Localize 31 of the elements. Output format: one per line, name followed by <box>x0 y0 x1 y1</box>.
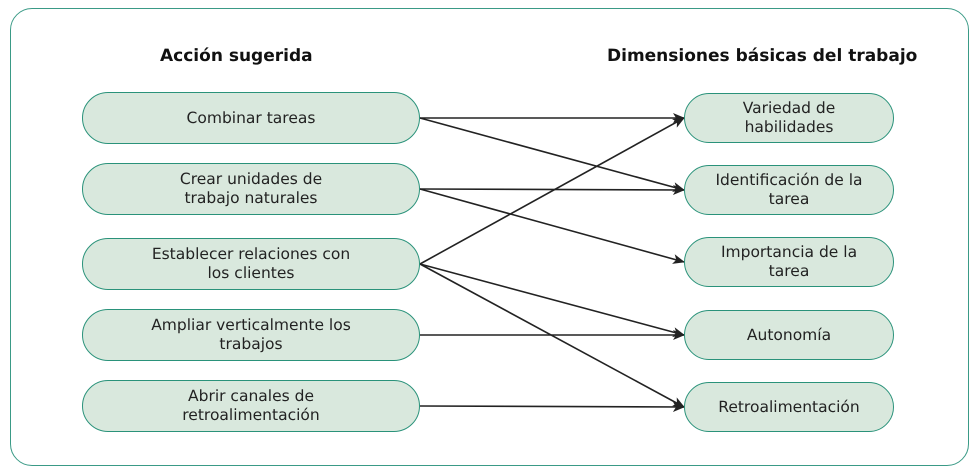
arrow <box>420 188 685 264</box>
arrow <box>420 263 685 337</box>
arrow <box>420 402 685 412</box>
rounded-box <box>684 237 894 287</box>
arrow <box>420 330 685 340</box>
rounded-box <box>684 310 894 360</box>
rounded-box <box>82 380 420 432</box>
arrow <box>420 117 685 192</box>
rounded-box <box>82 238 420 290</box>
box-text: Retroalimentación <box>718 398 860 416</box>
box-text: Combinar tareas <box>186 108 316 128</box>
arrow <box>420 113 685 123</box>
rounded-box <box>684 382 894 432</box>
rounded-box <box>82 92 420 144</box>
arrow <box>420 117 685 265</box>
rounded-box <box>684 165 894 215</box>
rounded-box <box>82 309 420 361</box>
box-text: Variedad de habilidades <box>742 99 836 137</box>
column-heading: Dimensiones básicas del trabajo <box>607 46 918 66</box>
rounded-box <box>684 93 894 143</box>
box-text: Autonomía <box>746 326 832 344</box>
arrow <box>420 184 685 195</box>
column-heading: Acción sugerida <box>160 46 313 66</box>
box-text: Importancia de la tarea <box>720 243 858 281</box>
rounded-box <box>82 163 420 215</box>
box-text: Identificación de la tarea <box>714 171 864 209</box>
box-text: Establecer relaciones con los clientes <box>150 245 352 283</box>
box-text: Ampliar verticalmente los trabajos <box>150 316 352 354</box>
box-text: Abrir canales de retroalimentación <box>181 387 321 425</box>
arrow <box>420 263 685 408</box>
box-text: Crear unidades de trabajo naturales <box>178 170 324 208</box>
